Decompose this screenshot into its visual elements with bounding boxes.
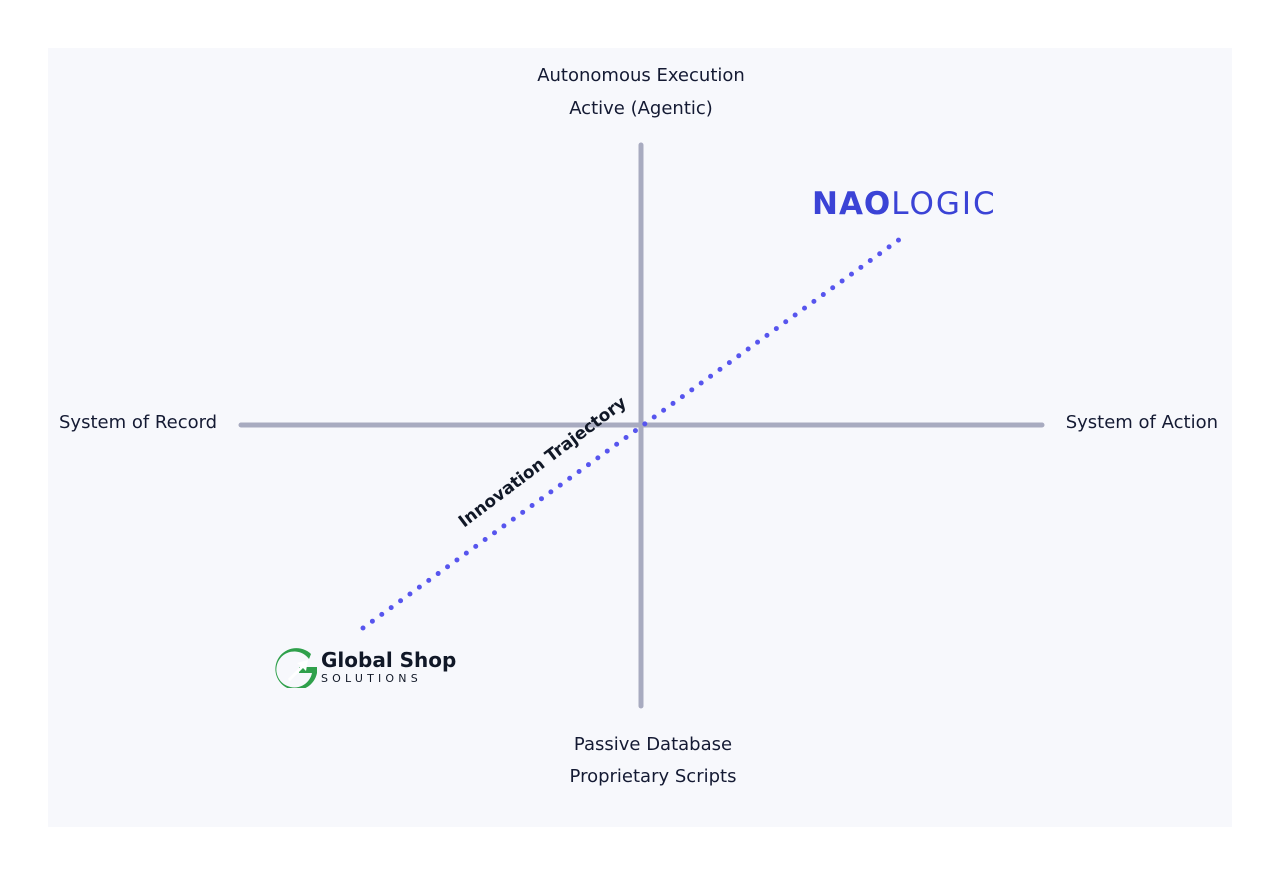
left-axis-label: System of Record [59,412,218,433]
bottom-axis-label-secondary: Proprietary Scripts [569,766,737,787]
global-shop-logo-g-shape [275,648,317,688]
global-shop-logo-icon [275,648,317,688]
naologic-logo-strong-text: NAO [812,186,892,222]
bottom-axis-label-primary: Passive Database [573,734,733,755]
top-axis-label-secondary: Active (Agentic) [569,98,713,119]
global-shop-logo-arrow-shape [288,660,308,681]
naologic-logo: NAOLOGIC [812,188,1014,220]
innovation-trajectory-line [360,236,903,631]
right-axis-label: System of Action [1065,412,1218,433]
global-shop-logo-title: Global Shop [321,648,457,672]
global-shop-logo-subtitle: SOLUTIONS [321,672,422,685]
global-shop-solutions-logo: Global Shop SOLUTIONS [275,648,456,688]
naologic-logo-light-text: LOGIC [891,186,997,222]
top-axis-label-primary: Autonomous Execution [537,65,745,86]
